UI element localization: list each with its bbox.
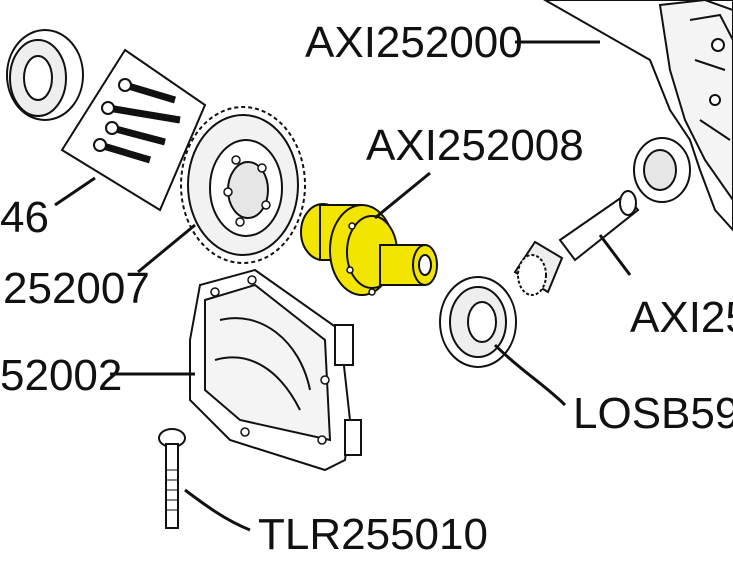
small-bearing <box>633 137 691 203</box>
label-ring-gear: 252007 <box>3 264 150 313</box>
axle-housing <box>542 0 733 232</box>
label-axi252008: AXI252008 <box>366 121 584 170</box>
screw-icon <box>93 78 181 164</box>
ring-gear <box>180 106 306 264</box>
label-screws: 46 <box>0 193 49 242</box>
label-bearing: LOSB597 <box>573 389 733 438</box>
leader-lines <box>54 40 632 532</box>
label-pinion: AXI25 <box>630 293 733 342</box>
bearing <box>439 276 517 368</box>
label-bolt: TLR255010 <box>258 510 488 559</box>
pinion-gear <box>513 190 640 296</box>
label-axi252000: AXI252000 <box>305 18 523 67</box>
bolt <box>158 428 186 529</box>
label-cover: 52002 <box>0 351 122 400</box>
screw-pack <box>60 48 207 212</box>
differential-highlighted <box>300 203 438 296</box>
diff-cover <box>189 268 362 472</box>
seal-top-left <box>6 29 84 121</box>
